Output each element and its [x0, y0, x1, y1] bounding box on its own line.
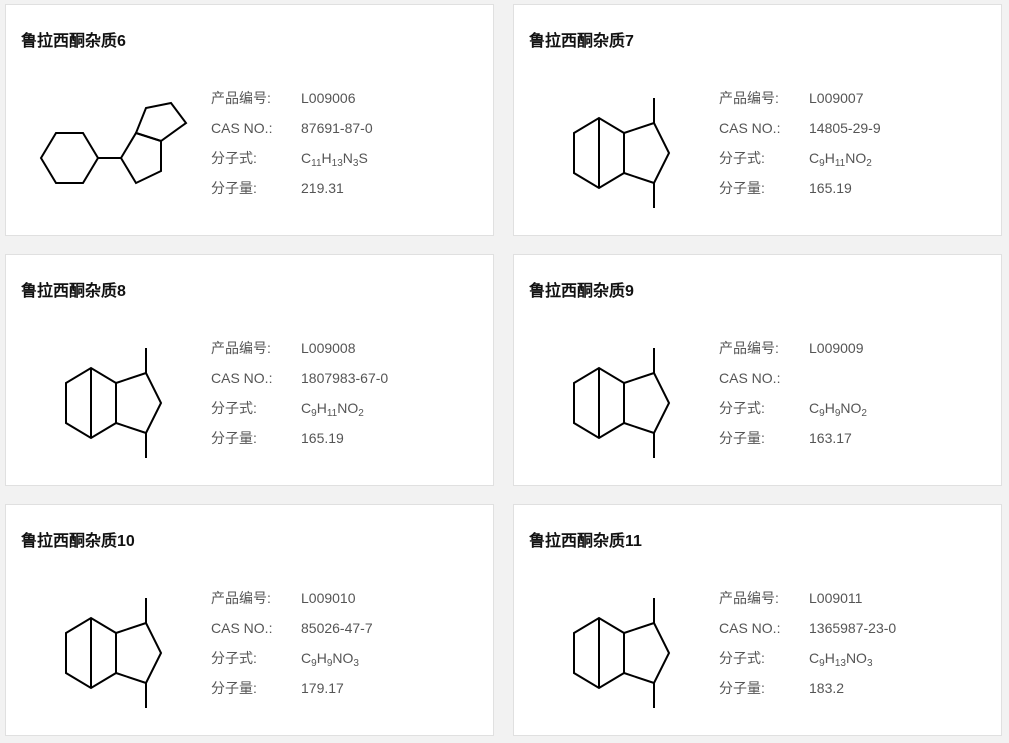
structure-image	[39, 101, 188, 185]
formula-value: C9H13NO3	[809, 650, 873, 669]
structure-image	[65, 598, 163, 708]
structure-image	[573, 98, 671, 208]
product-title[interactable]: 鲁拉西酮杂质9	[529, 283, 634, 300]
formula-label: 分子式:	[211, 150, 257, 166]
formula-value: C9H9NO2	[809, 400, 867, 419]
mw-label: 分子量:	[719, 180, 765, 196]
code-label: 产品编号:	[719, 340, 779, 356]
code-label: 产品编号:	[719, 590, 779, 606]
formula-value: C11H13N3S	[301, 150, 368, 169]
formula-label: 分子式:	[719, 650, 765, 666]
mw-value: 165.19	[809, 180, 852, 196]
cas-value: 14805-29-9	[809, 120, 881, 136]
formula-label: 分子式:	[211, 650, 257, 666]
mw-value: 165.19	[301, 430, 344, 446]
formula-value: C9H9NO3	[301, 650, 359, 669]
mw-value: 183.2	[809, 680, 845, 696]
mw-value: 163.17	[809, 430, 852, 446]
product-title[interactable]: 鲁拉西酮杂质11	[529, 533, 642, 550]
product-card[interactable]: 鲁拉西酮杂质10 产品编号: L009010 CAS NO.: 85026-47-7…	[5, 504, 494, 736]
mw-value: 179.17	[301, 680, 344, 696]
product-title[interactable]: 鲁拉西酮杂质10	[21, 533, 135, 550]
formula-label: 分子式:	[719, 400, 765, 416]
cas-label: CAS NO.:	[211, 620, 273, 636]
code-label: 产品编号:	[719, 90, 779, 106]
product-title[interactable]: 鲁拉西酮杂质6	[21, 33, 126, 50]
product-info: 产品编号: L009007 CAS NO.: 14805-29-9 分子式: C9H1…	[719, 87, 881, 207]
structure-image	[573, 598, 671, 708]
code-value: L009007	[809, 90, 864, 106]
product-card[interactable]: 鲁拉西酮杂质7 产品编号: L009007 CAS NO.: 14805-29-9 …	[513, 4, 1002, 236]
code-value: L009008	[301, 340, 356, 356]
cas-value: 1807983-67-0	[301, 370, 389, 386]
structure-image	[65, 348, 163, 458]
product-card[interactable]: 鲁拉西酮杂质6 产品编号: L009006 CAS NO.: 87691-87-0 …	[5, 4, 494, 236]
product-info: 产品编号: L009008 CAS NO.: 1807983-67-0 分子式: C9…	[211, 337, 388, 457]
product-info: 产品编号: L009011 CAS NO.: 1365987-23-0 分子式: C9…	[719, 587, 896, 707]
product-info: 产品编号: L009006 CAS NO.: 87691-87-0 分子式: C11H…	[211, 87, 373, 207]
formula-label: 分子式:	[211, 400, 257, 416]
product-card[interactable]: 鲁拉西酮杂质11 产品编号: L009011 CAS NO.: 1365987-23…	[513, 504, 1002, 736]
product-info: 产品编号: L009009 CAS NO.: 分子式: C9H9NO2 分子量: 16…	[719, 337, 867, 457]
product-info: 产品编号: L009010 CAS NO.: 85026-47-7 分子式: C9H9…	[211, 587, 373, 707]
mw-label: 分子量:	[211, 680, 257, 696]
product-card[interactable]: 鲁拉西酮杂质8 产品编号: L009008 CAS NO.: 1807983-67-…	[5, 254, 494, 486]
code-value: L009011	[809, 590, 863, 606]
code-value: L009009	[809, 340, 864, 356]
code-label: 产品编号:	[211, 90, 271, 106]
mw-label: 分子量:	[211, 430, 257, 446]
structure-image	[573, 348, 671, 458]
cas-value: 87691-87-0	[301, 120, 373, 136]
code-value: L009006	[301, 90, 356, 106]
product-card[interactable]: 鲁拉西酮杂质9 产品编号: L009009 CAS NO.: 分子式: C9H9NO…	[513, 254, 1002, 486]
cas-value: 1365987-23-0	[809, 620, 897, 636]
formula-label: 分子式:	[719, 150, 765, 166]
code-label: 产品编号:	[211, 340, 271, 356]
cas-label: CAS NO.:	[211, 370, 273, 386]
mw-value: 219.31	[301, 180, 344, 196]
code-label: 产品编号:	[211, 590, 271, 606]
cas-label: CAS NO.:	[719, 620, 781, 636]
cas-label: CAS NO.:	[211, 120, 273, 136]
mw-label: 分子量:	[719, 430, 765, 446]
code-value: L009010	[301, 590, 356, 606]
formula-value: C9H11NO2	[809, 150, 872, 169]
product-title[interactable]: 鲁拉西酮杂质8	[21, 283, 126, 300]
mw-label: 分子量:	[719, 680, 765, 696]
cas-label: CAS NO.:	[719, 370, 781, 386]
product-title[interactable]: 鲁拉西酮杂质7	[529, 33, 634, 50]
cas-value: 85026-47-7	[301, 620, 373, 636]
mw-label: 分子量:	[211, 180, 257, 196]
formula-value: C9H11NO2	[301, 400, 364, 419]
cas-label: CAS NO.:	[719, 120, 781, 136]
